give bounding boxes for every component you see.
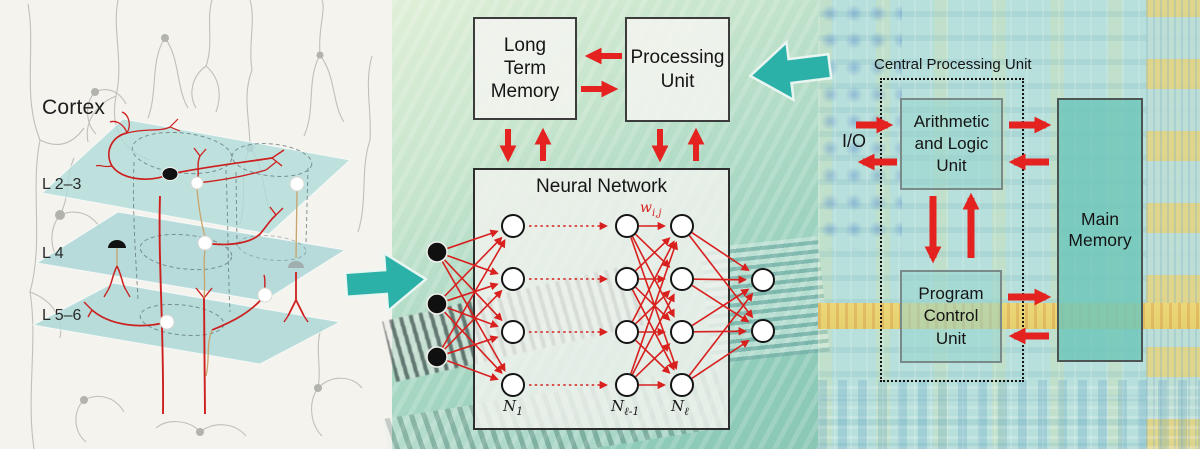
die-ribs-texture bbox=[1146, 0, 1200, 449]
cpu-dotted-outline bbox=[880, 78, 1024, 382]
layer-plane-l5-6 bbox=[31, 282, 342, 365]
flow-arrow-left-icon bbox=[748, 39, 833, 103]
program-control-box: Program Control Unit bbox=[900, 270, 1002, 363]
hidden-layer-label: Nℓ-1 bbox=[611, 397, 639, 418]
cortex-neurons bbox=[83, 111, 309, 415]
network-edges bbox=[441, 221, 754, 390]
network-node bbox=[751, 268, 775, 292]
long-term-memory-box: Long Term Memory bbox=[473, 17, 577, 120]
layer-plane-l2-3 bbox=[40, 118, 352, 235]
network-node bbox=[426, 241, 448, 263]
network-node bbox=[670, 373, 694, 397]
label-sub: i,j bbox=[651, 207, 662, 219]
cortex-layer-planes bbox=[31, 118, 352, 365]
layer-plane-l4 bbox=[35, 211, 347, 302]
label-sub: ℓ-1 bbox=[624, 405, 640, 418]
neural-network-title: Neural Network bbox=[536, 176, 667, 197]
label-base: N bbox=[611, 397, 625, 415]
network-node bbox=[426, 293, 448, 315]
network-nodes bbox=[426, 214, 775, 397]
weight-label: wi,j bbox=[640, 200, 661, 219]
network-node bbox=[615, 267, 639, 291]
network-node bbox=[501, 214, 525, 238]
network-node bbox=[670, 214, 694, 238]
output-layer-label: Nℓ bbox=[671, 397, 689, 418]
network-node bbox=[615, 320, 639, 344]
network-node bbox=[751, 319, 775, 343]
network-node bbox=[501, 373, 525, 397]
network-node bbox=[501, 267, 525, 291]
cpu-label: Central Processing Unit bbox=[874, 56, 1032, 73]
layer-label-l4: L 4 bbox=[42, 245, 64, 262]
label-sub: 1 bbox=[516, 405, 524, 418]
label-base: N bbox=[503, 397, 517, 415]
processing-unit-box: Processing Unit bbox=[625, 17, 730, 122]
network-node bbox=[670, 320, 694, 344]
flow-arrow-right-icon bbox=[343, 250, 429, 314]
cpu-bus-arrows bbox=[856, 116, 1052, 345]
network-node bbox=[501, 320, 525, 344]
label-base: w bbox=[640, 200, 652, 216]
main-memory-box: Main Memory bbox=[1057, 98, 1143, 362]
label-sub: ℓ bbox=[684, 405, 689, 418]
background-neuron-sketches bbox=[27, 0, 373, 449]
network-node bbox=[615, 373, 639, 397]
alu-box: Arithmetic and Logic Unit bbox=[900, 98, 1003, 190]
network-node bbox=[670, 267, 694, 291]
label-base: N bbox=[671, 397, 685, 415]
layer-label-l2-3: L 2–3 bbox=[42, 176, 82, 193]
cortex-panel bbox=[0, 0, 392, 449]
network-node bbox=[426, 346, 448, 368]
network-node bbox=[615, 214, 639, 238]
die-mosaic-texture bbox=[818, 380, 1200, 449]
memory-processing-arrows bbox=[499, 47, 705, 163]
io-label: I/O bbox=[842, 131, 867, 151]
layer-label-l5-6: L 5–6 bbox=[42, 307, 82, 324]
cortex-title: Cortex bbox=[42, 96, 106, 119]
input-layer-label: N1 bbox=[503, 397, 523, 418]
